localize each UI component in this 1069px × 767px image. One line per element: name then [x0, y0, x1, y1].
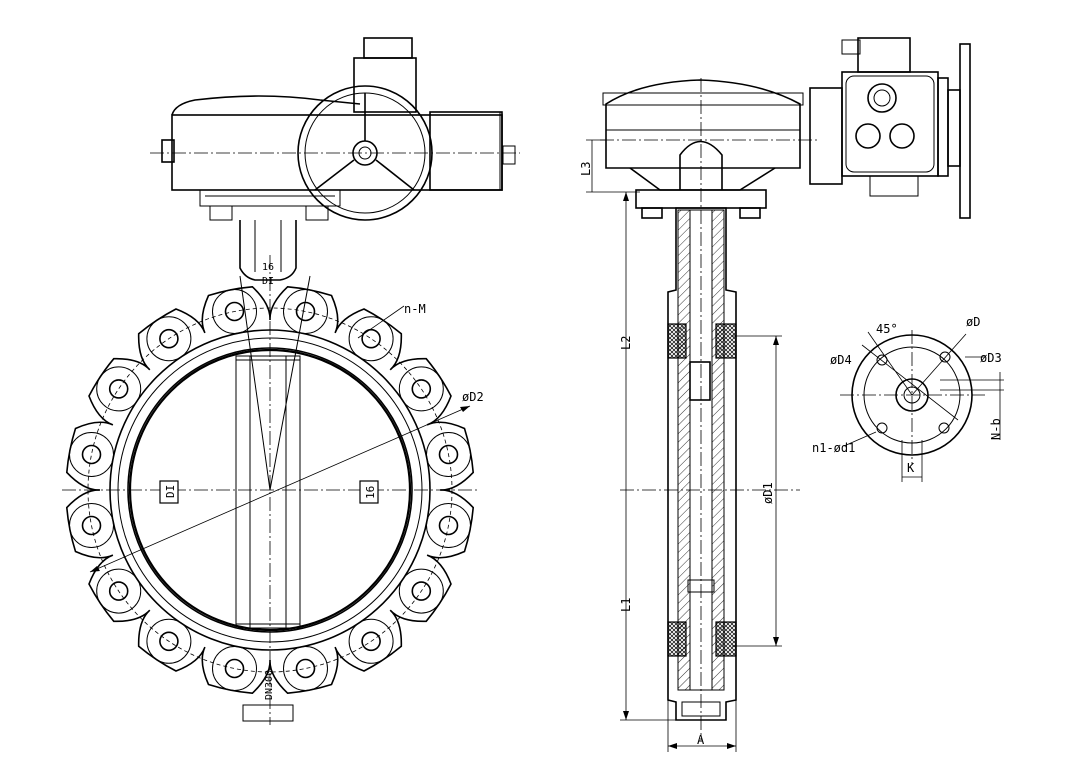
- label-k: K: [907, 461, 915, 475]
- bolt-lug: [146, 316, 192, 362]
- lug-bolt-holes: [69, 289, 471, 691]
- bolt-hole: [361, 631, 381, 652]
- bolt-hole: [438, 515, 459, 536]
- bolt-hole: [81, 515, 102, 536]
- bolt-lug: [96, 568, 142, 614]
- bolt-lug: [426, 503, 471, 548]
- bolt-hole: [361, 328, 381, 349]
- bolt-lug: [146, 618, 192, 664]
- bolt-hole: [411, 581, 432, 601]
- bolt-hole: [159, 328, 179, 349]
- label-od3: øD3: [980, 351, 1002, 365]
- label-od4: øD4: [830, 353, 852, 367]
- label-45: 45°: [876, 322, 898, 336]
- side-dimensions: [586, 139, 782, 752]
- label-l1: L1: [619, 598, 633, 612]
- side-actuator: [600, 37, 971, 740]
- bolt-lug: [69, 432, 114, 477]
- bolt-lug: [426, 432, 471, 477]
- bolt-lug: [398, 568, 444, 614]
- bolt-hole: [295, 301, 316, 322]
- bolt-lug: [283, 289, 328, 334]
- bolt-lug: [96, 366, 142, 412]
- front-valve-body: [62, 255, 478, 725]
- label-n-m: n-M: [404, 302, 426, 316]
- bolt-hole: [224, 301, 245, 322]
- label-di-top: DI: [262, 276, 274, 287]
- bolt-lug: [283, 646, 328, 691]
- bolt-lug: [69, 503, 114, 548]
- label-l2: L2: [619, 336, 633, 350]
- label-di-box: DI: [159, 480, 179, 504]
- label-od2: øD2: [462, 390, 484, 404]
- label-od: øD: [966, 315, 980, 329]
- label-n-b: N-b: [989, 418, 1003, 440]
- bolt-lug: [348, 316, 394, 362]
- bolt-hole: [224, 658, 245, 679]
- bolt-lug: [212, 646, 257, 691]
- label-a: A: [697, 733, 705, 747]
- flange-detail: [840, 330, 1004, 482]
- label-l3: L3: [579, 162, 593, 176]
- svg-text:16: 16: [364, 486, 377, 499]
- bolt-hole: [81, 444, 102, 465]
- bolt-lug: [348, 618, 394, 664]
- side-valve-body: [620, 207, 800, 721]
- bolt-hole: [108, 581, 129, 601]
- label-dn: DN300: [264, 670, 275, 700]
- bolt-hole: [108, 379, 129, 399]
- bolt-hole: [295, 658, 316, 679]
- bolt-hole: [438, 444, 459, 465]
- label-16-box: 16: [359, 480, 379, 504]
- bolt-lug: [212, 289, 257, 334]
- label-od1: øD1: [761, 482, 775, 504]
- front-actuator: [150, 37, 520, 281]
- svg-text:DI: DI: [164, 485, 177, 498]
- side-view: L3 L2 L1 øD1 A: [579, 37, 971, 752]
- bolt-hole: [411, 379, 432, 399]
- label-16-top: 16: [262, 262, 274, 273]
- bolt-lug: [398, 366, 444, 412]
- bolt-hole: [159, 631, 179, 652]
- label-n1-od1: n1-ød1: [812, 441, 855, 455]
- front-view: n-M øD2 DI 16 16 DI DN300: [62, 37, 520, 725]
